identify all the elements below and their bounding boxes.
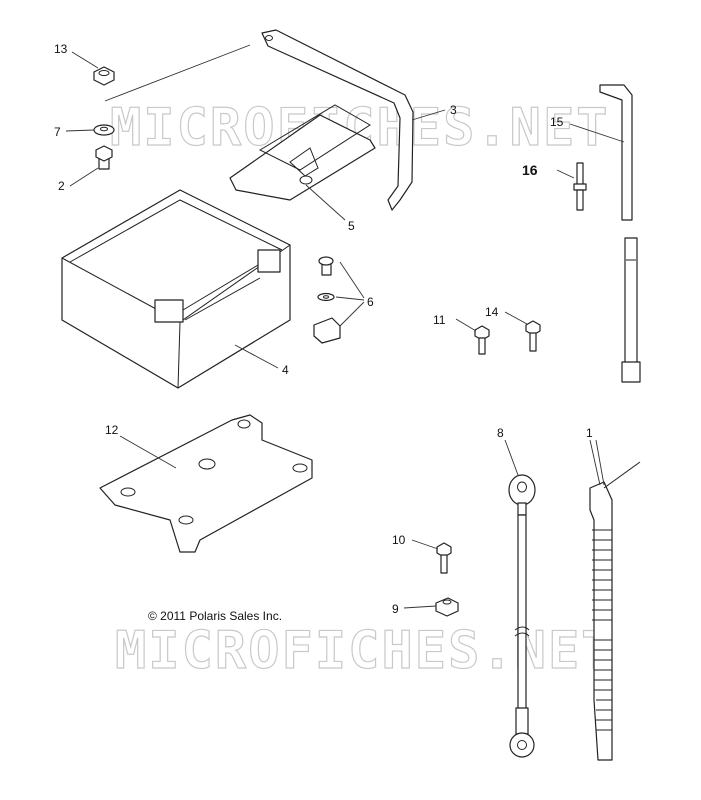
leader-2 [69, 167, 99, 187]
callout-2: 2 [58, 179, 65, 193]
copyright-notice: © 2011 Polaris Sales Inc. [148, 609, 282, 623]
part-9-nut [403, 597, 459, 617]
part-4-battery [61, 189, 291, 389]
part-1-wire-harness [589, 439, 641, 761]
part-13-hex-nut [93, 66, 115, 86]
part-5-holddown-plate [229, 104, 376, 201]
part-11-screw [455, 318, 490, 355]
callout-1: 1 [586, 426, 593, 440]
callout-14: 14 [485, 305, 499, 319]
part-7-washer [93, 124, 115, 136]
callout-8: 8 [497, 426, 504, 440]
callout-11: 11 [433, 313, 446, 327]
part-15-vent-tube [569, 84, 641, 383]
watermark-bottom: MICROFICHES.NET [115, 621, 615, 681]
callout-7: 7 [54, 125, 61, 139]
leader-13 [71, 51, 99, 69]
leader-3 [411, 109, 446, 121]
callout-3: 3 [450, 103, 457, 117]
callout-12: 12 [105, 423, 119, 437]
part-12-battery-tray [99, 414, 313, 553]
part-3-bracket [104, 29, 414, 211]
callout-4: 4 [282, 363, 289, 377]
part-2-bolt [95, 145, 113, 170]
part-16-stud [556, 162, 587, 211]
part-10-screw [411, 539, 452, 574]
callout-10: 10 [392, 533, 406, 547]
callout-15: 15 [550, 115, 564, 129]
callout-6: 6 [367, 295, 374, 309]
leader-7 [65, 129, 95, 132]
part-6-terminal-hardware [313, 256, 365, 344]
callout-16: 16 [522, 162, 538, 178]
callout-13: 13 [54, 42, 68, 56]
part-8-battery-cable [504, 439, 536, 758]
callout-9: 9 [392, 602, 399, 616]
callout-5: 5 [348, 219, 355, 233]
part-14-screw [504, 311, 541, 352]
leader-4 [234, 344, 279, 369]
leader-5 [305, 184, 346, 221]
